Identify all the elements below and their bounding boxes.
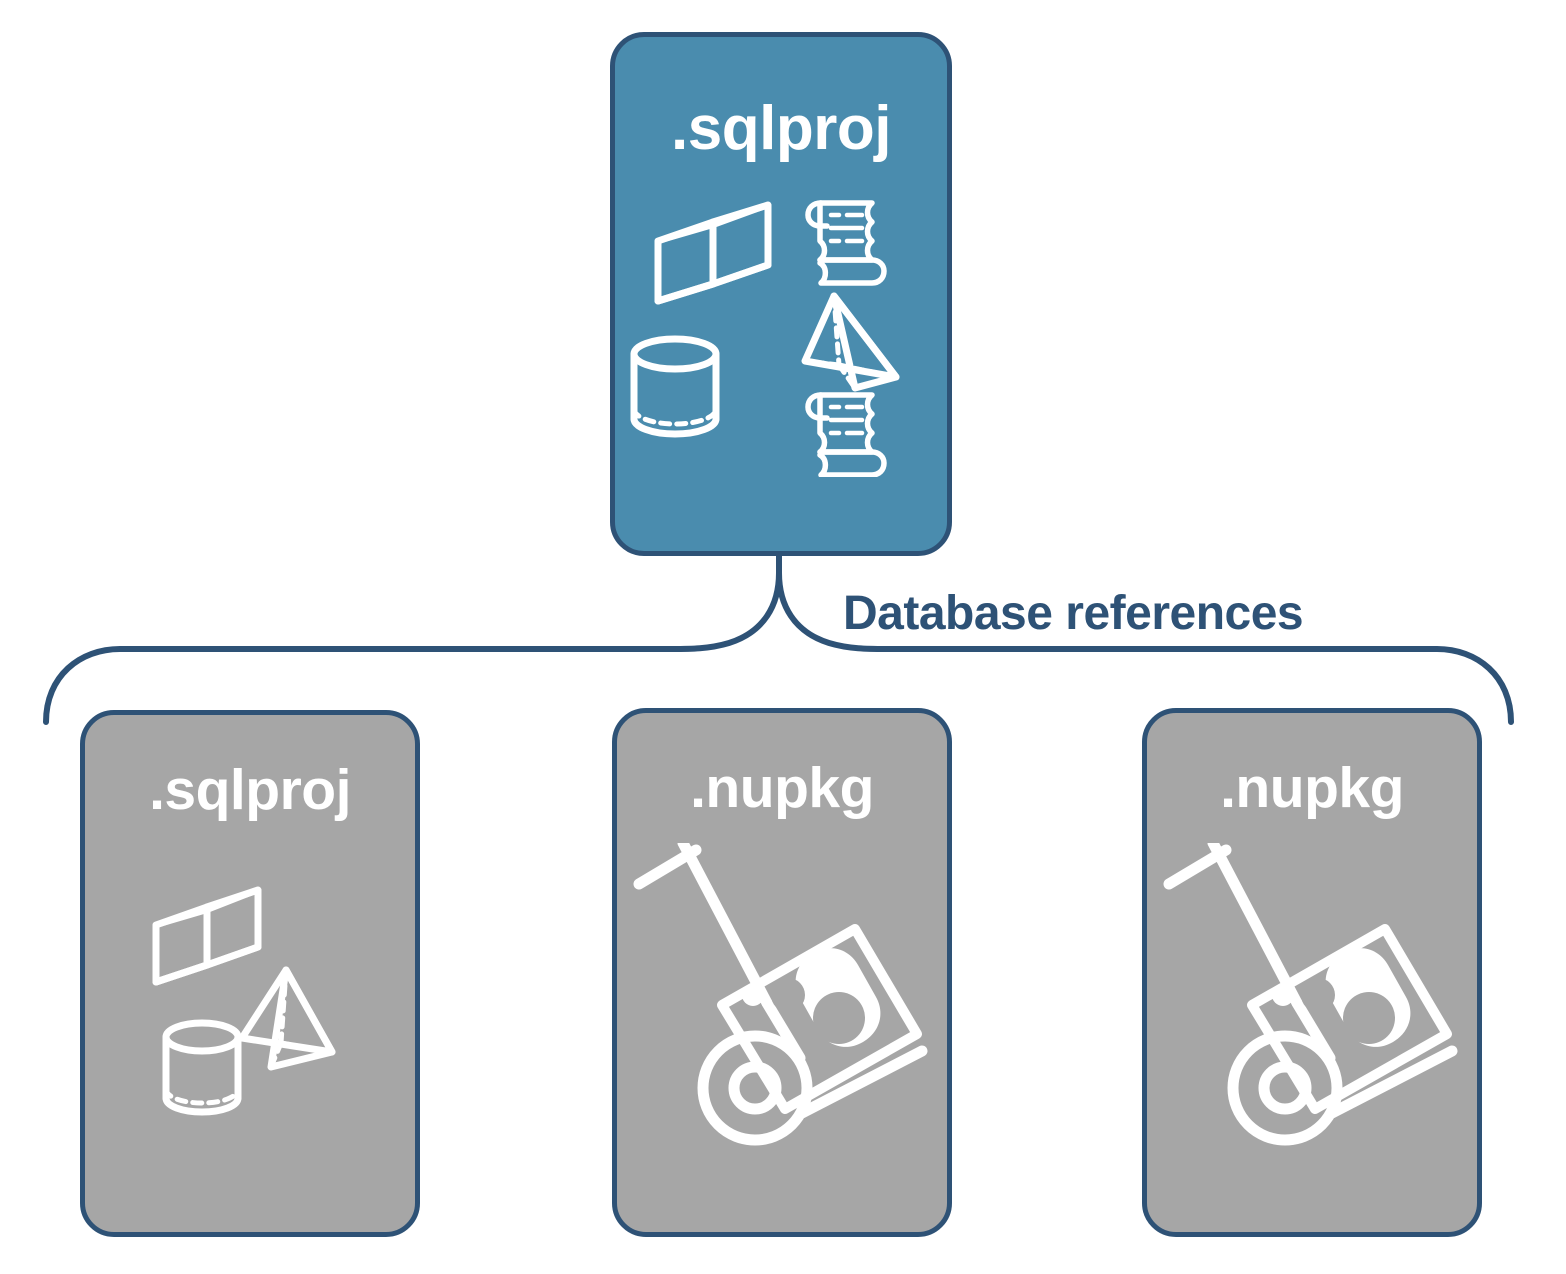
node-reference-sqlproj-icons	[152, 886, 336, 1116]
hand-truck-package-icon	[1163, 843, 1458, 1146]
cylinder-icon	[630, 335, 720, 438]
node-reference-nupkg-1-label: .nupkg	[690, 756, 874, 820]
node-reference-nupkg-2-label: .nupkg	[1220, 756, 1404, 820]
node-reference-sqlproj-label: .sqlproj	[149, 758, 351, 822]
pyramid-icon	[801, 292, 900, 392]
curly-brace-icon	[43, 553, 1514, 725]
hand-truck-package-icon	[633, 843, 928, 1146]
scroll-icon	[805, 392, 887, 477]
node-reference-sqlproj[interactable]: .sqlproj	[80, 710, 420, 1237]
node-reference-nupkg-1-icons	[633, 843, 928, 1146]
cube-icon	[654, 201, 772, 305]
pyramid-icon	[238, 966, 336, 1071]
node-reference-nupkg-2[interactable]: .nupkg	[1142, 708, 1482, 1237]
node-root-sqlproj[interactable]: .sqlproj	[610, 32, 952, 556]
connector-label: Database references	[843, 587, 1304, 640]
node-reference-nupkg-2-icons	[1163, 843, 1458, 1146]
node-root-sqlproj-label: .sqlproj	[671, 94, 891, 163]
scroll-icon	[805, 200, 887, 286]
cube-icon	[152, 886, 262, 986]
node-root-sqlproj-icons	[630, 200, 900, 477]
node-reference-nupkg-1[interactable]: .nupkg	[612, 708, 952, 1237]
cylinder-icon	[162, 1019, 242, 1116]
